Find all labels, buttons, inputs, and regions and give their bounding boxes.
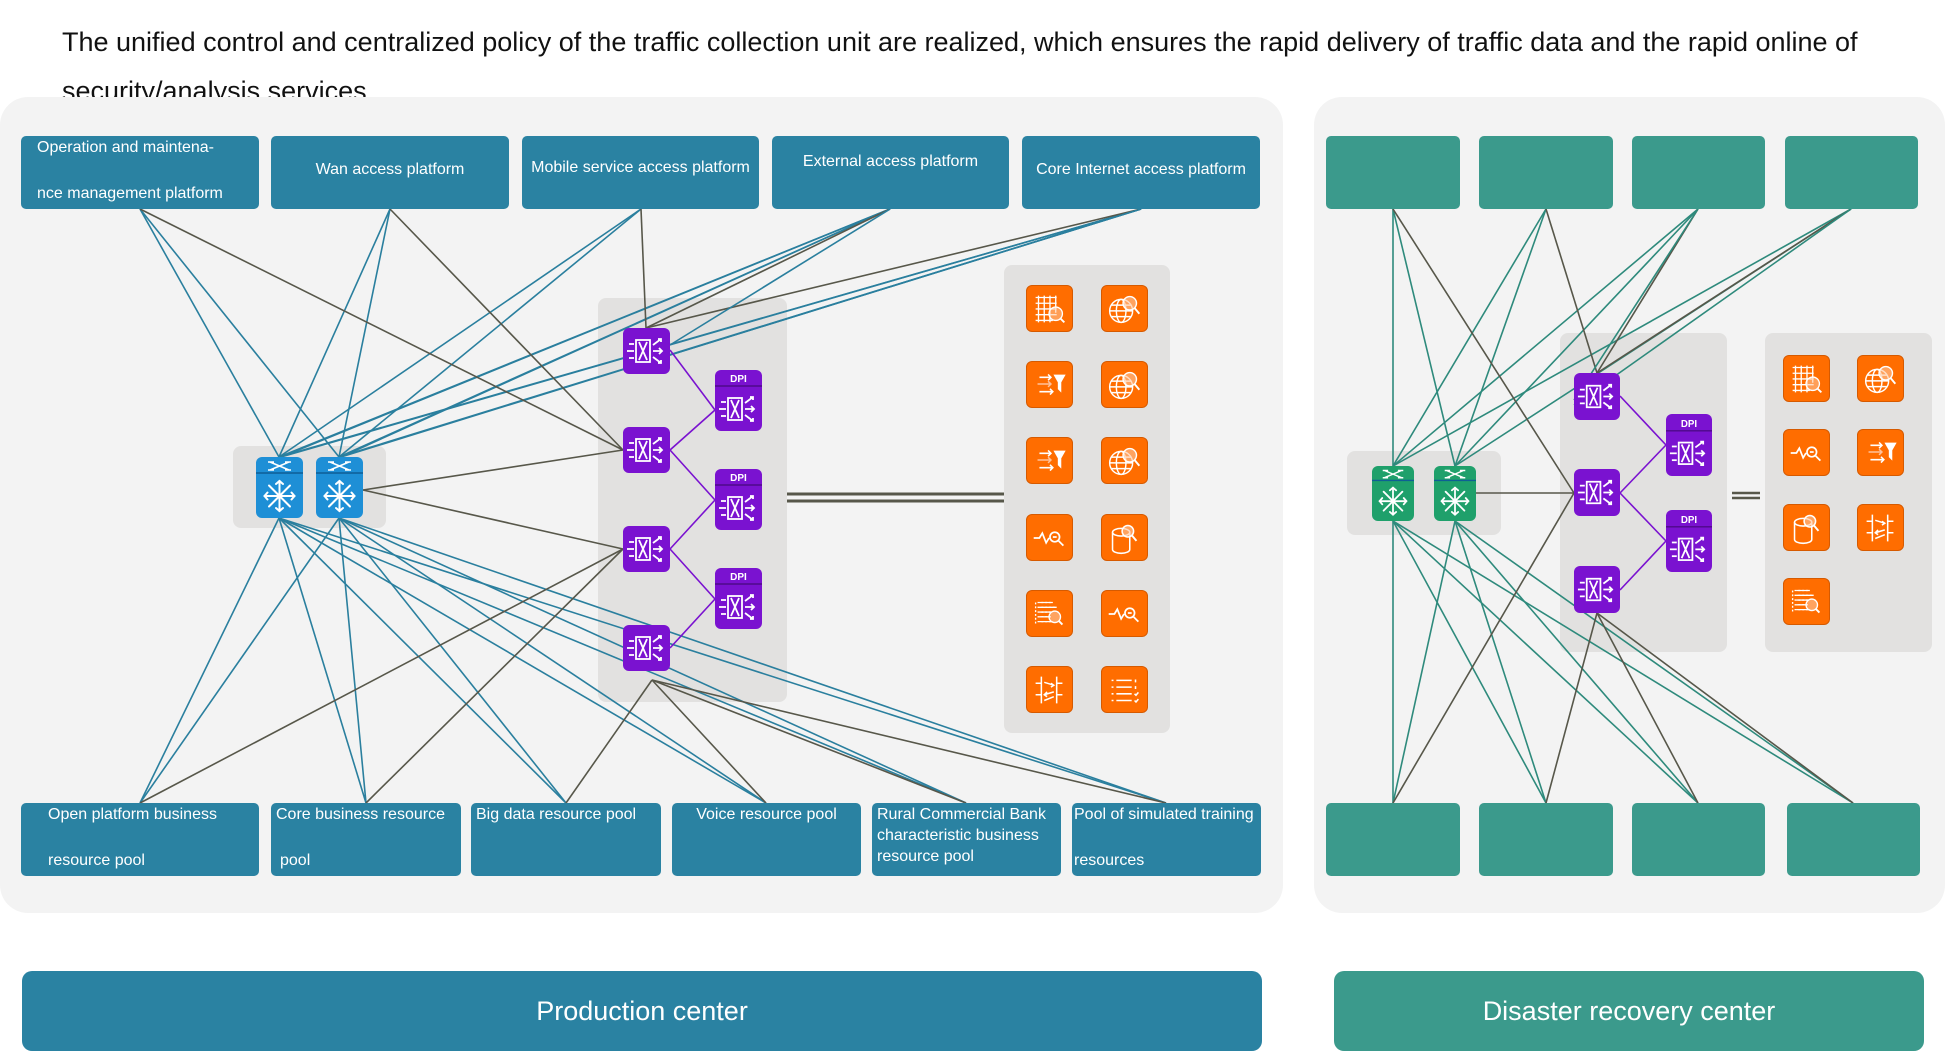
traffic-collector[interactable] <box>623 328 670 374</box>
dr-core-switch-group <box>1347 451 1501 535</box>
resource-pool-simulated-training[interactable]: Pool of simulated training resources <box>1072 803 1261 876</box>
resource-pool-label: pool <box>280 852 311 869</box>
dr-traffic-collector[interactable] <box>1574 469 1620 516</box>
dr-access-platform[interactable] <box>1785 136 1918 209</box>
headline: The unified control and centralized poli… <box>62 27 1858 106</box>
security-tool[interactable] <box>1101 666 1148 713</box>
security-tool[interactable] <box>1101 285 1148 332</box>
security-tool[interactable] <box>1026 666 1073 713</box>
resource-pool-rural-commercial-bank[interactable]: Rural Commercial Bank characteristic bus… <box>872 803 1061 876</box>
security-tool[interactable] <box>1026 361 1073 408</box>
dr-security-tool[interactable] <box>1783 578 1830 625</box>
resource-pool-label: characteristic business <box>877 827 1039 844</box>
dpi-unit[interactable]: DPI <box>715 469 762 530</box>
traffic-collector[interactable] <box>623 526 670 572</box>
dr-traffic-collector[interactable] <box>1574 373 1620 420</box>
resource-pool-label: resource pool <box>48 852 145 869</box>
security-tool[interactable] <box>1101 361 1148 408</box>
dr-access-platform[interactable] <box>1632 136 1765 209</box>
dr-security-tool[interactable] <box>1783 504 1830 551</box>
dr-dpi-unit[interactable]: DPI <box>1666 510 1712 572</box>
security-tool[interactable] <box>1101 590 1148 637</box>
dr-security-tool[interactable] <box>1783 429 1830 476</box>
resource-pool-open-platform[interactable]: Open platform business resource pool <box>21 803 259 876</box>
dpi-unit[interactable]: DPI <box>715 568 762 629</box>
dr-access-platform[interactable] <box>1326 136 1460 209</box>
dr-security-tool[interactable] <box>1857 355 1904 402</box>
disaster-recovery-center-label-bar: Disaster recovery center <box>1334 971 1924 1051</box>
traffic-collector[interactable] <box>623 625 670 671</box>
dr-resource-pool[interactable] <box>1787 803 1920 876</box>
access-platform-ops-management[interactable]: Operation and maintena- nce management p… <box>21 136 259 209</box>
svg-text:DPI: DPI <box>1681 419 1698 430</box>
resource-pool-label: Core business resource <box>276 806 445 823</box>
resource-pool-label: resource pool <box>877 848 974 865</box>
resource-pool-label: Open platform business <box>48 806 217 823</box>
dr-dpi-unit[interactable]: DPI <box>1666 414 1712 476</box>
access-platform-core-internet[interactable]: Core Internet access platform <box>1022 136 1260 209</box>
svg-text:DPI: DPI <box>730 572 747 583</box>
dr-security-tool[interactable] <box>1857 429 1904 476</box>
traffic-collector[interactable] <box>623 427 670 473</box>
access-platform-label: nce management platform <box>37 185 223 202</box>
dr-resource-pool[interactable] <box>1479 803 1613 876</box>
dr-core-switch[interactable] <box>1434 466 1476 521</box>
dr-resource-pool[interactable] <box>1326 803 1460 876</box>
access-platform-label: Wan access platform <box>315 161 465 178</box>
security-tool[interactable] <box>1101 437 1148 484</box>
security-tool[interactable] <box>1026 514 1073 561</box>
resource-pool-core-business[interactable]: Core business resource pool <box>271 803 461 876</box>
access-platform-external[interactable]: External access platform <box>772 136 1009 209</box>
access-platform-label: Mobile service access platform <box>531 159 750 176</box>
resource-pool-label: Rural Commercial Bank <box>877 806 1046 823</box>
dr-security-tool[interactable] <box>1783 355 1830 402</box>
disaster-recovery-center-label: Disaster recovery center <box>1482 995 1776 1026</box>
security-tools-group <box>1004 265 1170 733</box>
dr-traffic-collector[interactable] <box>1574 566 1620 613</box>
dpi-unit[interactable]: DPI <box>715 370 762 431</box>
resource-pool-voice[interactable]: Voice resource pool <box>672 803 861 876</box>
access-platform-label: External access platform <box>802 153 979 170</box>
core-switch[interactable] <box>256 457 303 518</box>
dr-resource-pool[interactable] <box>1632 803 1765 876</box>
dr-core-switch[interactable] <box>1372 466 1414 521</box>
resource-pool-big-data[interactable]: Big data resource pool <box>471 803 661 876</box>
access-platform-label: Core Internet access platform <box>1036 161 1246 178</box>
security-tool[interactable] <box>1026 437 1073 484</box>
resource-pool-label: Voice resource pool <box>696 806 837 823</box>
dr-security-tool[interactable] <box>1857 504 1904 551</box>
security-tool[interactable] <box>1026 285 1073 332</box>
access-platform-label: Operation and maintena- <box>37 139 214 156</box>
security-tool[interactable] <box>1026 590 1073 637</box>
production-center-label: Production center <box>536 995 748 1026</box>
access-platform-mobile-service[interactable]: Mobile service access platform <box>522 136 759 209</box>
resource-pool-label: resources <box>1074 852 1145 869</box>
security-tool[interactable] <box>1101 514 1148 561</box>
access-platform-wan[interactable]: Wan access platform <box>271 136 509 209</box>
svg-text:DPI: DPI <box>730 374 747 385</box>
svg-text:DPI: DPI <box>1681 515 1698 526</box>
svg-text:DPI: DPI <box>730 473 747 484</box>
core-switch[interactable] <box>316 457 363 518</box>
resource-pool-label: Big data resource pool <box>476 806 637 823</box>
resource-pool-label: Pool of simulated training <box>1074 806 1254 823</box>
production-center-label-bar: Production center <box>22 971 1262 1051</box>
dr-access-platform[interactable] <box>1479 136 1613 209</box>
